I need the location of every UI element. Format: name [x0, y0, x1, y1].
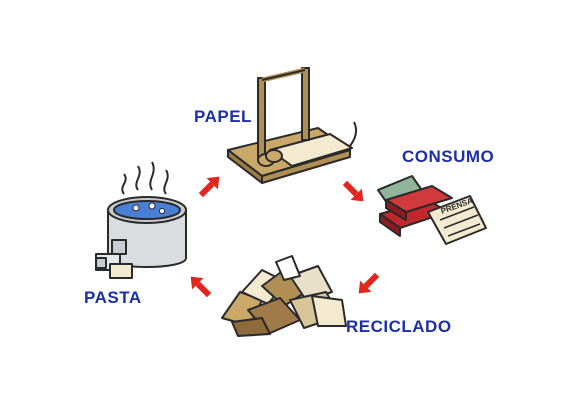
pulp-pot-icon [95, 161, 187, 279]
arrow-papel-to-consumo [342, 180, 364, 202]
arrow-reciclado-to-pasta [190, 276, 212, 298]
steam-icon [121, 161, 169, 195]
paper-press-icon [227, 67, 358, 184]
arrow-consumo-to-reciclado [358, 272, 380, 294]
label-consumo: CONSUMO [402, 147, 495, 166]
label-reciclado: RECICLADO [346, 317, 452, 336]
label-pasta: PASTA [84, 288, 142, 307]
cycle-arrows [190, 176, 380, 298]
label-papel: PAPEL [194, 107, 252, 126]
books-and-newspaper-icon: PRENSA [377, 175, 487, 245]
waste-paper-pile-icon [221, 255, 347, 337]
arrow-pasta-to-papel [198, 176, 220, 198]
